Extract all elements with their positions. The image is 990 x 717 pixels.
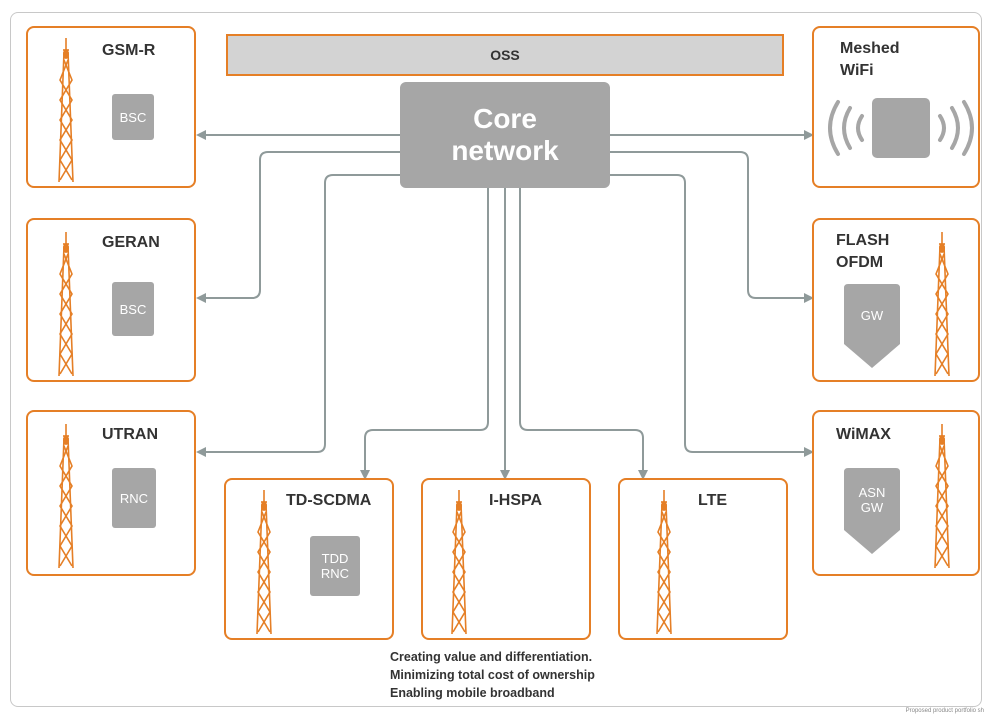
- node-gsmr: GSM-R BSC: [26, 26, 196, 188]
- node-title: FLASH OFDM: [836, 230, 889, 274]
- title-line1: FLASH: [836, 232, 890, 249]
- core-label-line1: Core: [473, 103, 537, 134]
- node-wimax: WiMAX ASN GW: [812, 410, 980, 576]
- node-title: LTE: [698, 492, 728, 509]
- node-flash-ofdm: FLASH OFDM GW: [812, 218, 980, 382]
- tower-icon: [934, 232, 950, 377]
- footer-line-2: Minimizing total cost of ownership: [390, 668, 595, 682]
- controller-line1: TDD: [321, 551, 349, 566]
- tower-icon: [58, 424, 74, 569]
- node-title: UTRAN: [102, 426, 158, 443]
- oss-label: OSS: [490, 47, 520, 63]
- node-geran: GERAN BSC: [26, 218, 196, 382]
- title-line2: WiFi: [840, 62, 874, 79]
- node-title: WiMAX: [836, 426, 891, 443]
- node-title: TD-SCDMA: [286, 492, 372, 509]
- gw-label: GW: [860, 307, 884, 323]
- connector-utran: [196, 174, 400, 457]
- controller-line2: RNC: [320, 566, 350, 581]
- gateway-shape: [844, 284, 900, 368]
- bsc-box: BSC: [112, 282, 154, 336]
- connector-flash: [610, 151, 814, 303]
- node-ihspa: I-HSPA: [421, 478, 591, 640]
- footer-line-3: Enabling mobile broadband: [390, 686, 555, 700]
- tower-icon: [451, 490, 467, 635]
- connector-lte: [519, 188, 648, 480]
- title-line1: Meshed: [840, 40, 900, 57]
- node-title: I-HSPA: [489, 492, 543, 509]
- tower-icon: [58, 38, 74, 183]
- tower-icon: [656, 490, 672, 635]
- node-title: GERAN: [102, 234, 160, 251]
- tower-icon: [256, 490, 272, 635]
- node-title: GSM-R: [102, 42, 156, 59]
- node-tdscdma: TD-SCDMA TDD RNC: [224, 478, 394, 640]
- asn-gw-label: ASN GW: [844, 480, 900, 520]
- node-lte: LTE: [618, 478, 788, 640]
- bsc-box: BSC: [112, 94, 154, 140]
- oss-bar: OSS: [226, 34, 784, 76]
- controller-line1: ASN: [858, 485, 886, 500]
- connector-wimax: [610, 174, 814, 457]
- title-line2: OFDM: [836, 254, 884, 271]
- tower-icon: [58, 232, 74, 377]
- node-meshed-wifi: Meshed WiFi: [812, 26, 980, 188]
- diagram-frame: [10, 12, 982, 707]
- tdd-rnc-box: TDD RNC: [310, 536, 360, 596]
- connector-geran: [196, 151, 400, 303]
- connector-tdscdma: [360, 188, 489, 480]
- wifi-access-point-icon: [828, 98, 974, 158]
- controller-line2: GW: [860, 500, 884, 515]
- core-network-box: Core network: [400, 82, 610, 188]
- tower-icon: [934, 424, 950, 569]
- core-label-line2: network: [451, 135, 559, 166]
- node-title: Meshed WiFi: [840, 38, 900, 82]
- source-note: Proposed product portfolio sh: [905, 708, 984, 714]
- gateway-shape: [844, 468, 900, 554]
- node-utran: UTRAN RNC: [26, 410, 196, 576]
- rnc-box: RNC: [112, 468, 156, 528]
- footer-line-1: Creating value and differentiation.: [390, 650, 593, 664]
